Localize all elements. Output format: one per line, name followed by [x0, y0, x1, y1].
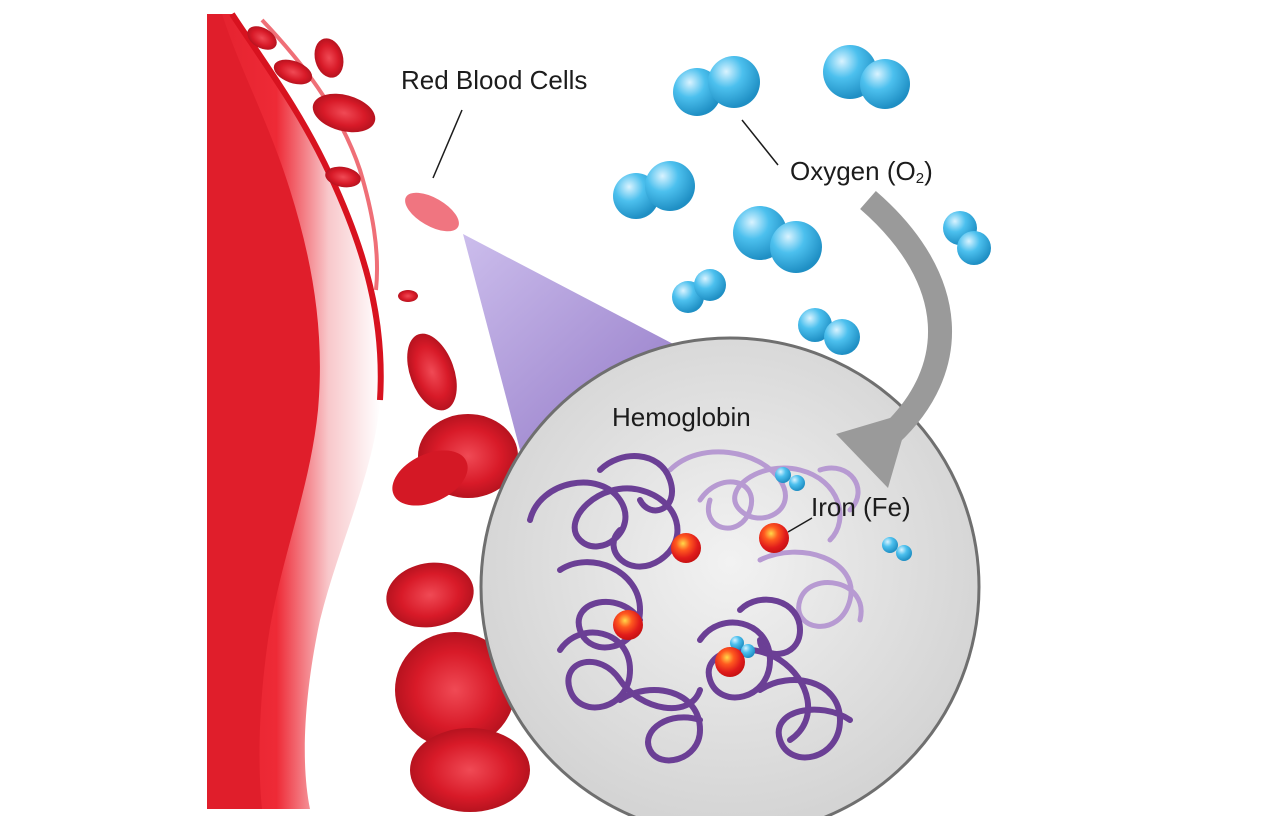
zoom-cone [463, 234, 700, 450]
label-oxygen: Oxygen (O2) [790, 158, 933, 186]
leader-line-oxygen [741, 119, 779, 166]
o2-molecule [943, 211, 991, 265]
oxygen-subscript: 2 [915, 170, 925, 187]
highlighted-red-blood-cell [405, 192, 459, 232]
oxygen-molecules [613, 45, 991, 355]
label-red-blood-cells: Red Blood Cells [401, 65, 588, 95]
red-blood-cells [247, 26, 530, 812]
iron-atoms [613, 523, 789, 677]
oxygen-suffix: ) [924, 156, 933, 186]
hemoglobin-magnified-circle [479, 336, 981, 816]
o2-molecule [798, 308, 860, 355]
label-hemoglobin: Hemoglobin [612, 402, 751, 432]
o2-molecule [823, 45, 910, 109]
bound-oxygen [730, 467, 912, 658]
o2-molecule [672, 269, 726, 313]
oxygen-prefix: Oxygen (O [790, 156, 916, 186]
label-iron: Iron (Fe) [811, 492, 911, 522]
o2-molecule [733, 206, 822, 273]
blood-vessel [207, 12, 384, 809]
protein-chains-light [667, 449, 864, 629]
protein-chains-dark [527, 453, 853, 764]
o2-molecule [673, 56, 760, 116]
leader-line-iron [787, 517, 813, 533]
leader-line-rbc [432, 109, 463, 179]
oxygen-binding-arrow [836, 190, 952, 488]
o2-molecule [613, 161, 695, 219]
